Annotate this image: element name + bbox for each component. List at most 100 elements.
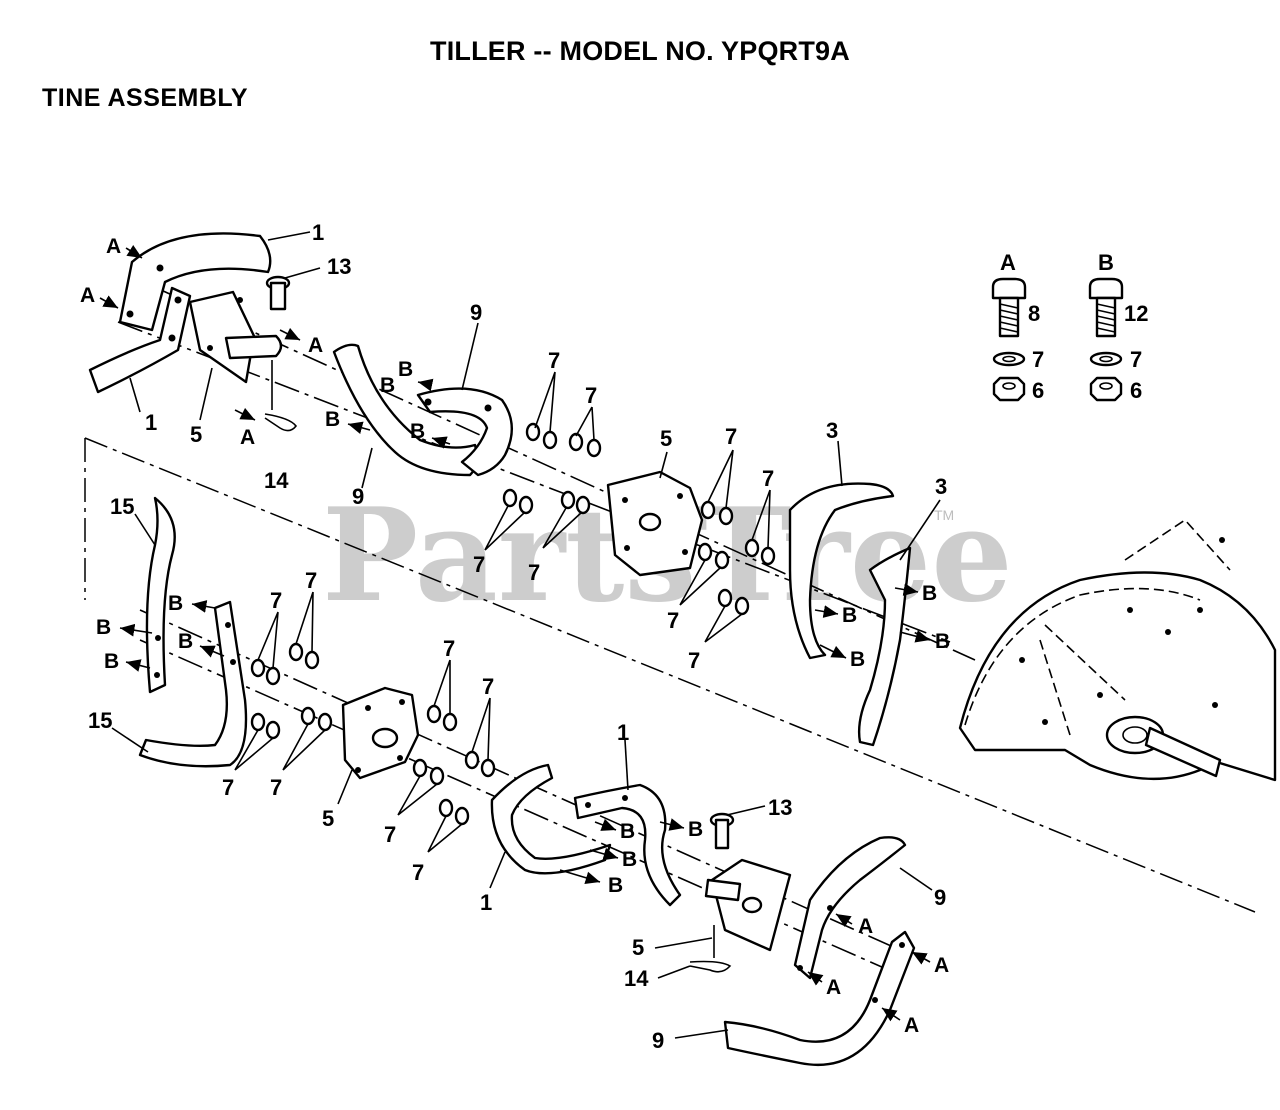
fastener-letter-markers: A A A A B B B B B B B B B B B B B B B (80, 235, 950, 1037)
callout-5: 5 (190, 422, 202, 447)
nut-a-icon (992, 376, 1026, 402)
fastener-a-marker: A (80, 284, 95, 307)
tine-9-lower-lower (723, 930, 916, 1067)
fastener-b-marker: B (410, 420, 425, 443)
fastener-a-marker: A (240, 426, 255, 449)
tiller-housing (958, 518, 1277, 782)
hub-5-lower (341, 686, 420, 780)
callout-7: 7 (762, 466, 774, 491)
hub-5-right (704, 858, 792, 952)
callout-13: 13 (327, 254, 351, 279)
fastener-b-marker: B (380, 374, 395, 397)
clevis-pin-13-right (709, 812, 735, 850)
fastener-legend: A B 8 7 6 12 7 (991, 250, 1148, 403)
watermark-trademark: TM (934, 507, 954, 523)
tine-9-upper-left (332, 343, 478, 477)
tine-3-upper (788, 482, 895, 660)
fastener-b-marker: B (608, 874, 623, 897)
tine-3-lower (857, 546, 912, 747)
callout-9: 9 (470, 300, 482, 325)
tine-9-upper-right (416, 387, 513, 477)
fastener-b-marker: B (622, 848, 637, 871)
callout-1: 1 (617, 720, 629, 745)
callout-1: 1 (145, 410, 157, 435)
callout-15: 15 (110, 494, 134, 519)
callout-7: 7 (270, 588, 282, 613)
legend-a-nut-number: 6 (1032, 378, 1044, 403)
tine-1-lower (88, 286, 192, 394)
lockwasher-a-icon (992, 351, 1026, 367)
callout-9: 9 (652, 1028, 664, 1053)
callout-3: 3 (935, 474, 947, 499)
tine-15-right (138, 600, 248, 768)
callout-7: 7 (222, 775, 234, 800)
callout-7: 7 (585, 383, 597, 408)
fastener-a-marker: A (934, 954, 949, 977)
tine-15-left (145, 496, 176, 694)
callout-7: 7 (548, 348, 560, 373)
callout-7: 7 (688, 648, 700, 673)
fastener-a-marker: A (904, 1014, 919, 1037)
callout-1: 1 (312, 220, 324, 245)
callout-7: 7 (412, 860, 424, 885)
fastener-a-marker: A (858, 915, 873, 938)
fastener-b-marker: B (168, 592, 183, 615)
hairpin-14-left (264, 360, 298, 432)
fastener-b-marker: B (620, 820, 635, 843)
fastener-b-marker: B (922, 582, 937, 605)
part-callouts: 1 1 13 5 14 9 9 5 3 3 15 15 5 1 1 13 5 1… (88, 220, 947, 1053)
callout-3: 3 (826, 418, 838, 443)
legend-a-bolt-number: 8 (1028, 301, 1040, 326)
legend-letter-a: A (1000, 250, 1016, 275)
fastener-b-marker: B (178, 630, 193, 653)
fastener-b-marker: B (842, 604, 857, 627)
fastener-b-marker: B (850, 648, 865, 671)
tine-1-lower-left (490, 763, 612, 875)
callout-7: 7 (270, 775, 282, 800)
callout-9: 9 (934, 885, 946, 910)
lockwasher-b-icon (1089, 351, 1123, 367)
callout-7: 7 (482, 674, 494, 699)
legend-letter-b: B (1098, 250, 1114, 275)
legend-b-bolt-number: 12 (1124, 301, 1148, 326)
tine-1-upper (118, 232, 272, 332)
callout-5: 5 (632, 935, 644, 960)
fastener-a-marker: A (106, 235, 121, 258)
callout-5: 5 (660, 426, 672, 451)
callout-13: 13 (768, 795, 792, 820)
nut-b-icon (1089, 376, 1123, 402)
callout-9: 9 (352, 484, 364, 509)
tine-1-lower-right (573, 783, 682, 907)
legend-a-lockwasher-number: 7 (1032, 347, 1044, 372)
fastener-b-marker: B (398, 358, 413, 381)
fastener-b-marker: B (688, 818, 703, 841)
callout-7: 7 (305, 568, 317, 593)
fastener-b-marker: B (96, 616, 111, 639)
callout-14: 14 (264, 468, 289, 493)
bolt-b-icon (1088, 277, 1124, 338)
clevis-pin-13-left (265, 275, 291, 311)
hub-5-upper (606, 470, 704, 577)
callout-7: 7 (725, 424, 737, 449)
lockwashers-lower (250, 642, 496, 826)
callout-7: 7 (528, 560, 540, 585)
diagram-title: TILLER -- MODEL NO. YPQRT9A (430, 36, 850, 66)
bolt-a-icon (991, 277, 1027, 338)
fastener-b-marker: B (935, 630, 950, 653)
section-title: TINE ASSEMBLY (42, 84, 249, 112)
hub-5-left (188, 290, 283, 384)
callout-7: 7 (473, 552, 485, 577)
tine-9-lower-upper (793, 836, 907, 980)
callout-15: 15 (88, 708, 112, 733)
lockwasher-callouts: 7 7 7 7 7 7 7 7 7 7 7 7 7 7 7 7 (222, 348, 774, 885)
legend-b-lockwasher-number: 7 (1130, 347, 1142, 372)
hairpin-14-right (689, 925, 732, 973)
legend-b-nut-number: 6 (1130, 378, 1142, 403)
callout-5: 5 (322, 806, 334, 831)
fastener-b-marker: B (325, 408, 340, 431)
callout-7: 7 (667, 608, 679, 633)
callout-7: 7 (384, 822, 396, 847)
callout-7: 7 (443, 636, 455, 661)
fastener-b-marker: B (104, 650, 119, 673)
